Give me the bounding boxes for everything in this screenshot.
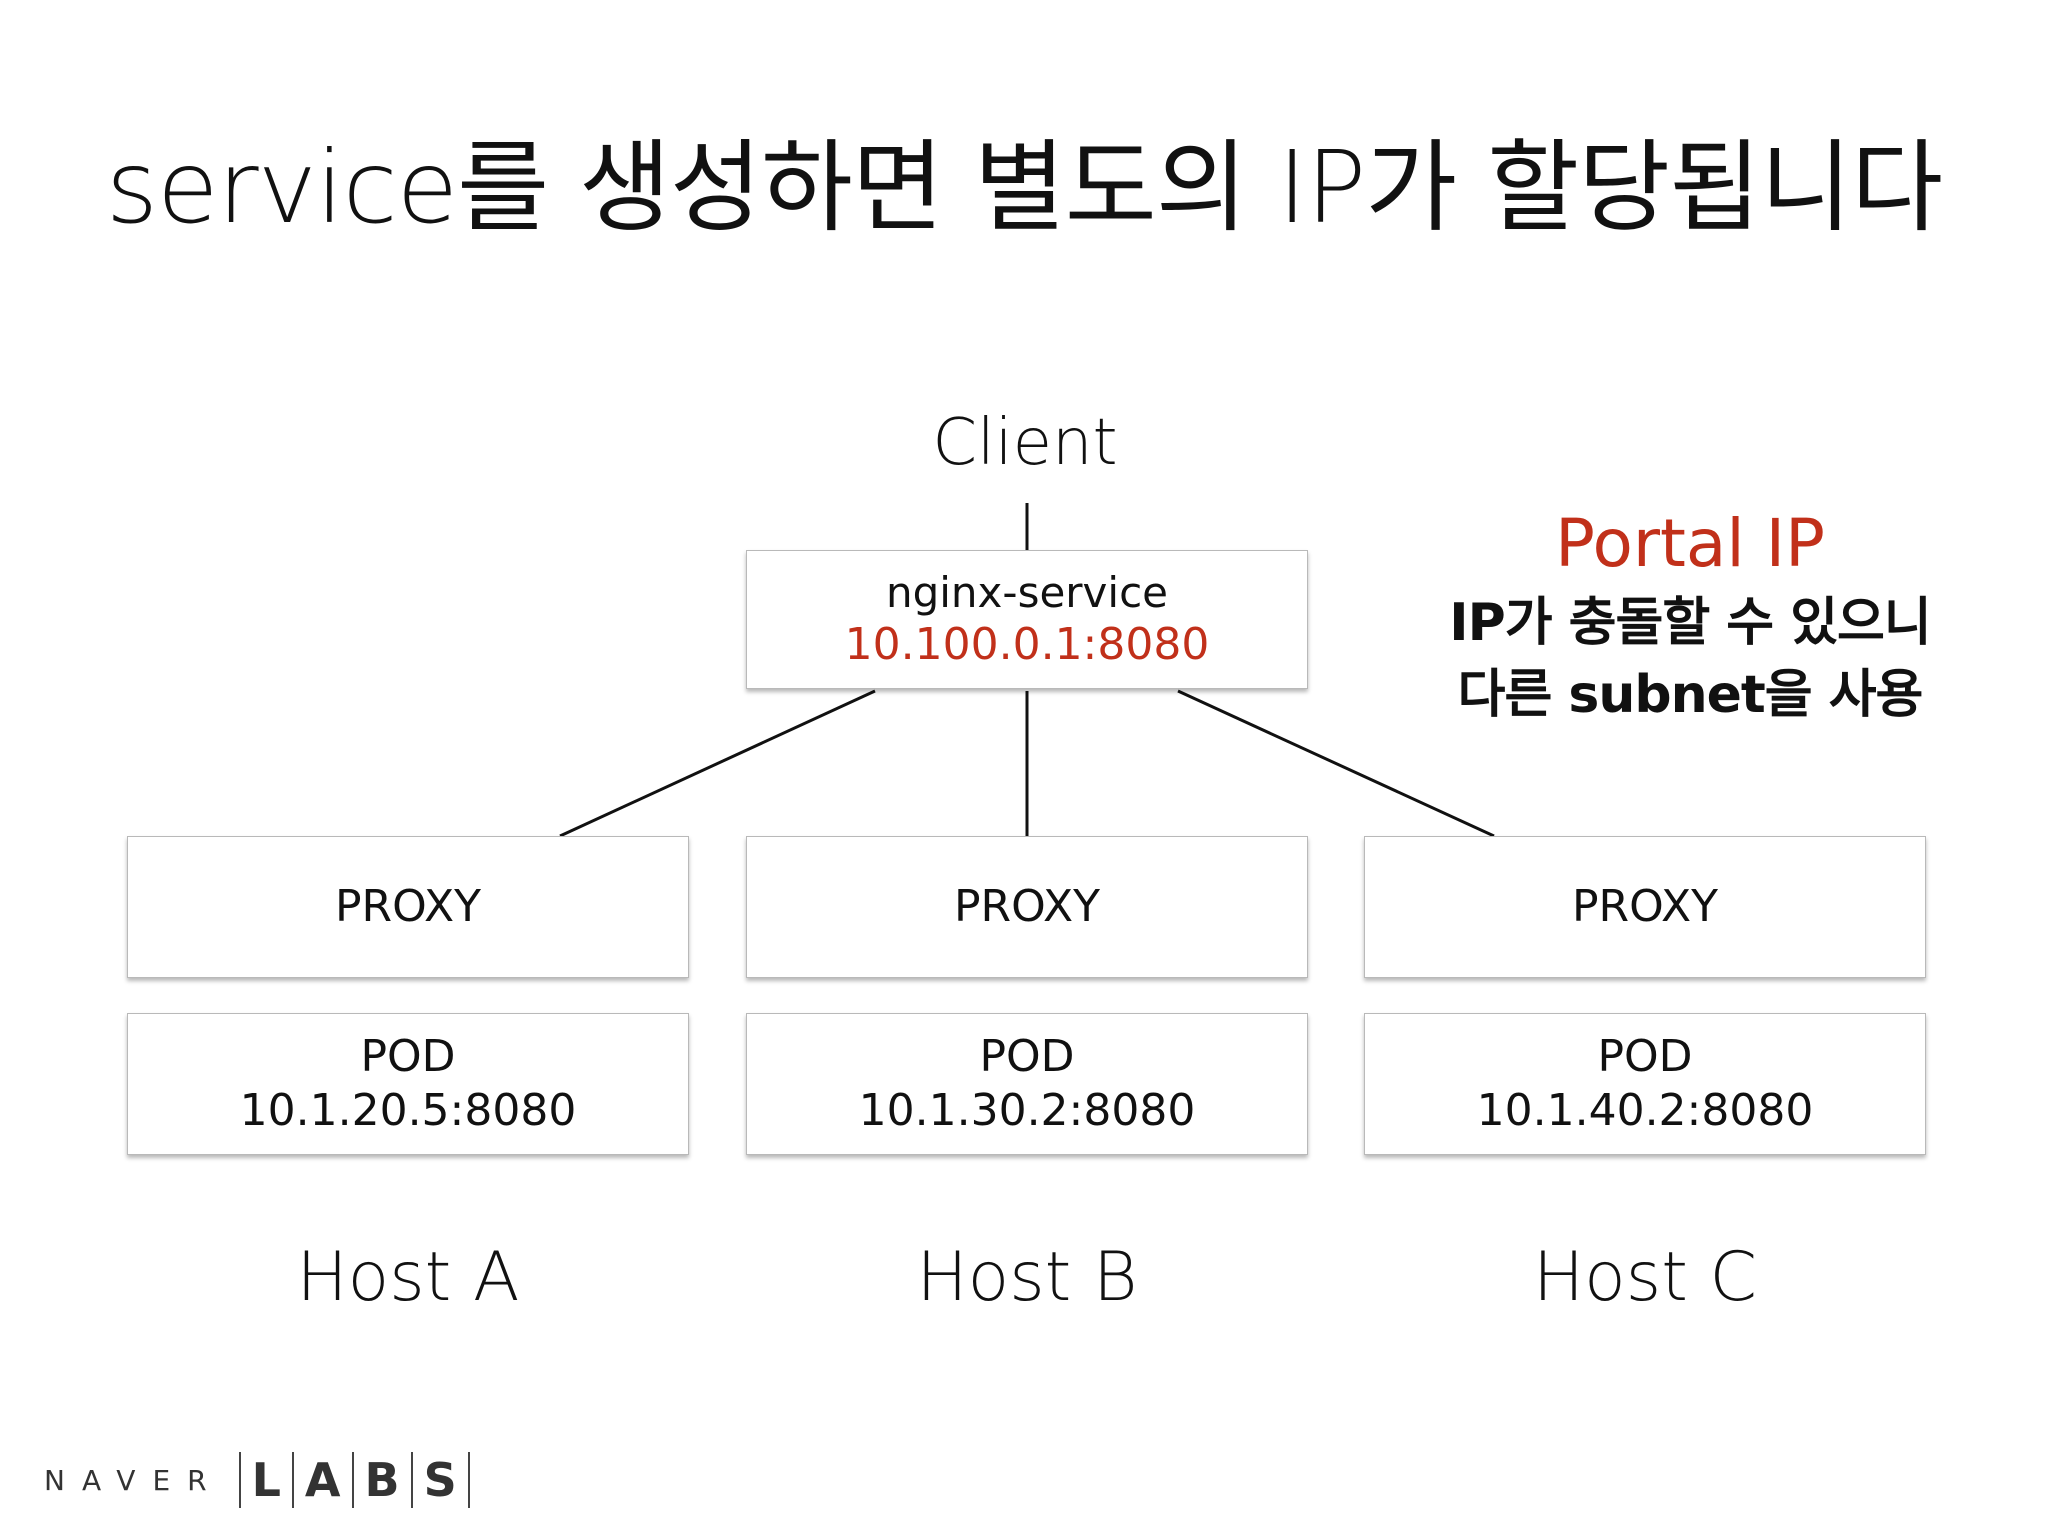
- host-label-c: Host C: [1533, 1238, 1757, 1317]
- pod-label: POD: [1597, 1031, 1693, 1083]
- service-name: nginx-service: [885, 568, 1169, 618]
- pod-box-host-b: POD 10.1.30.2:8080: [746, 1013, 1308, 1155]
- logo-divider: [291, 1452, 294, 1508]
- logo-letter: B: [364, 1453, 400, 1507]
- logo-divider: [351, 1452, 354, 1508]
- proxy-label: PROXY: [954, 881, 1100, 933]
- host-label-b: Host B: [916, 1238, 1138, 1317]
- nginx-service-box: nginx-service 10.100.0.1:8080: [746, 550, 1308, 689]
- logo-divider: [238, 1452, 241, 1508]
- logo-divider: [410, 1452, 413, 1508]
- pod-label: POD: [979, 1031, 1075, 1083]
- portal-ip-title: Portal IP: [1555, 505, 1825, 582]
- pod-ip: 10.1.40.2:8080: [1476, 1085, 1814, 1136]
- connector-host-c: [1177, 689, 1495, 838]
- proxy-box-host-c: PROXY: [1364, 836, 1926, 978]
- slide-title: service를 생성하면 별도의 IP가 할당됩니다: [105, 129, 1943, 246]
- service-ip: 10.100.0.1:8080: [844, 619, 1210, 671]
- pod-ip: 10.1.20.5:8080: [239, 1085, 577, 1136]
- host-label-a: Host A: [296, 1238, 520, 1317]
- logo-letter: A: [304, 1453, 341, 1507]
- logo-letter: L: [251, 1453, 281, 1507]
- pod-box-host-c: POD 10.1.40.2:8080: [1364, 1013, 1926, 1155]
- pod-ip: 10.1.30.2:8080: [858, 1085, 1196, 1136]
- logo-divider: [467, 1452, 470, 1508]
- proxy-label: PROXY: [1572, 881, 1718, 933]
- logo-naver-text: NAVER: [44, 1463, 224, 1497]
- proxy-box-host-b: PROXY: [746, 836, 1308, 978]
- portal-ip-note-line-2: 다른 subnet을 사용: [1457, 665, 1924, 725]
- naver-labs-logo: NAVER L A B S: [44, 1452, 481, 1508]
- proxy-label: PROXY: [335, 881, 481, 933]
- pod-box-host-a: POD 10.1.20.5:8080: [127, 1013, 689, 1155]
- pod-label: POD: [360, 1031, 456, 1083]
- logo-letter: S: [423, 1453, 457, 1507]
- connector-host-a: [559, 689, 876, 838]
- client-label: Client: [932, 406, 1118, 480]
- proxy-box-host-a: PROXY: [127, 836, 689, 978]
- portal-ip-note-line-1: IP가 충돌할 수 있으니: [1449, 593, 1932, 653]
